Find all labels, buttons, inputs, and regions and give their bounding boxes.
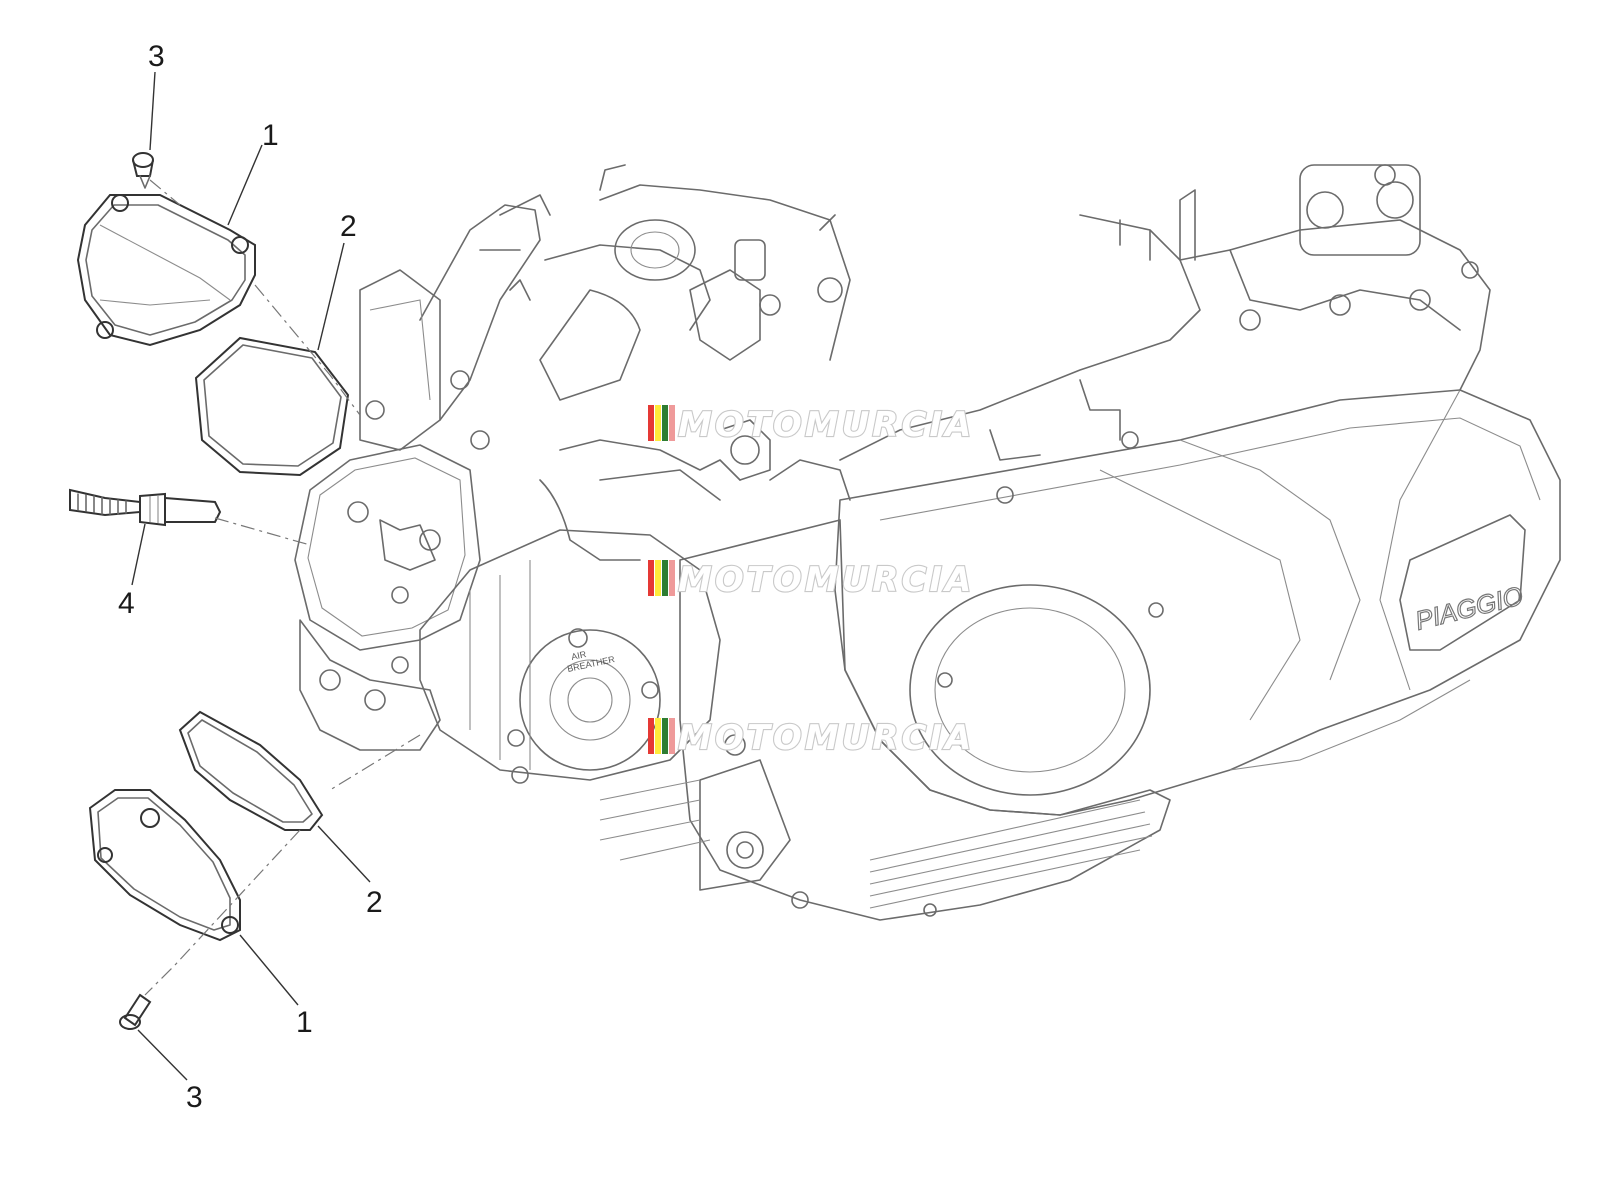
breather-label-line1: AIR — [570, 649, 587, 662]
watermark-stripe — [648, 718, 654, 754]
crankcase — [599, 519, 1171, 921]
callout-4: 4 — [118, 587, 135, 620]
watermark-stripe — [655, 718, 661, 754]
watermark-3: MOTOMURCIA — [648, 717, 974, 759]
watermark-text: MOTOMURCIA — [678, 560, 974, 600]
callout-3-bottom: 3 — [186, 1081, 203, 1114]
watermark-stripe — [669, 560, 675, 596]
watermark-stripe — [669, 405, 675, 441]
callouts: 3 1 2 4 2 1 3 — [118, 40, 383, 1114]
engine-assembly: PIAGGIO — [294, 164, 1561, 921]
watermark-text: MOTOMURCIA — [678, 718, 974, 758]
gasket-lower — [178, 710, 324, 831]
watermark-stripe — [655, 405, 661, 441]
assembly-lines — [144, 179, 421, 996]
callout-3-top: 3 — [148, 40, 165, 73]
watermark-1: MOTOMURCIA — [648, 404, 974, 446]
intake-system — [419, 164, 851, 561]
watermark-stripe — [648, 560, 654, 596]
bolt-upper — [132, 152, 154, 189]
valve-cover-lower — [88, 789, 241, 942]
engine-frame — [839, 164, 1491, 504]
leader-lines — [131, 71, 371, 1081]
callout-1-top: 1 — [262, 119, 279, 152]
piaggio-brand-mark: PIAGGIO — [1412, 580, 1526, 636]
watermark-stripe — [648, 405, 654, 441]
spark-plug — [69, 488, 222, 527]
watermark-2: MOTOMURCIA — [648, 559, 974, 601]
cylinder-head — [294, 269, 490, 751]
callout-2-bottom: 2 — [366, 886, 383, 919]
watermark-stripe — [662, 718, 668, 754]
watermark-stripe — [662, 405, 668, 441]
callout-1-bottom: 1 — [296, 1006, 313, 1039]
watermark-stripe — [655, 560, 661, 596]
watermark-stripe — [669, 718, 675, 754]
callout-2-top: 2 — [340, 210, 357, 243]
bolt-lower — [119, 993, 152, 1030]
watermark-stripe — [662, 560, 668, 596]
watermark-text: MOTOMURCIA — [678, 405, 974, 445]
gasket-upper — [194, 336, 350, 477]
valve-cover-upper — [76, 194, 256, 347]
